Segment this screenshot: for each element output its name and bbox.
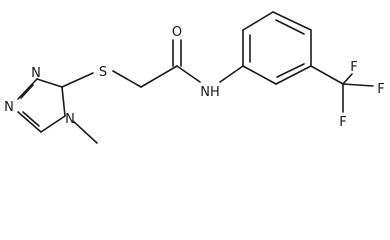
bond-carbonyl-nh — [176, 65, 201, 83]
bond-triazole-c5-n2 — [17, 111, 42, 133]
atom-label-n-ring-methyl: N — [65, 112, 75, 127]
bond-c-f-top-left — [342, 73, 353, 85]
atom-label-n-ring-1: N — [31, 66, 41, 81]
bond-n-methyl — [72, 120, 98, 144]
bond-triazole-double-c5-n2 — [22, 111, 40, 127]
bond-triazole-n1-n2 — [17, 78, 38, 100]
atom-label-f-top-left: F — [350, 60, 357, 75]
bond-phenyl-inner-3 — [276, 63, 305, 78]
bond-c3-s — [61, 72, 94, 88]
bond-c-f-top-right — [342, 83, 374, 87]
atom-label-f-top-right: F — [377, 82, 384, 97]
bond-triazole-c3-n4 — [61, 86, 66, 117]
bond-phenyl-2 — [242, 11, 274, 31]
bond-ch2-carbonyl — [140, 65, 178, 88]
molecule-structure-diagram: N N N S O NH F F F — [4, 11, 385, 144]
bond-phenyl-inner-2 — [275, 19, 305, 35]
bond-nh-phenyl — [219, 65, 244, 83]
bond-triazole-n1-c3 — [36, 78, 63, 88]
bond-phenyl-cf3 — [310, 65, 344, 85]
bond-phenyl-5 — [275, 65, 312, 85]
bond-s-ch2 — [112, 70, 142, 88]
atom-label-f-bottom: F — [339, 115, 346, 130]
atom-label-n-ring-2: N — [4, 100, 14, 115]
bond-phenyl-6 — [242, 65, 277, 85]
bond-triazole-double-n1-n2 — [20, 84, 34, 99]
atom-label-oxygen: O — [172, 25, 182, 40]
bond-triazole-n4-c5 — [40, 115, 66, 133]
atom-label-sulfur: S — [99, 65, 107, 80]
bond-phenyl-3 — [272, 11, 312, 31]
atom-label-nh: NH — [200, 85, 220, 100]
